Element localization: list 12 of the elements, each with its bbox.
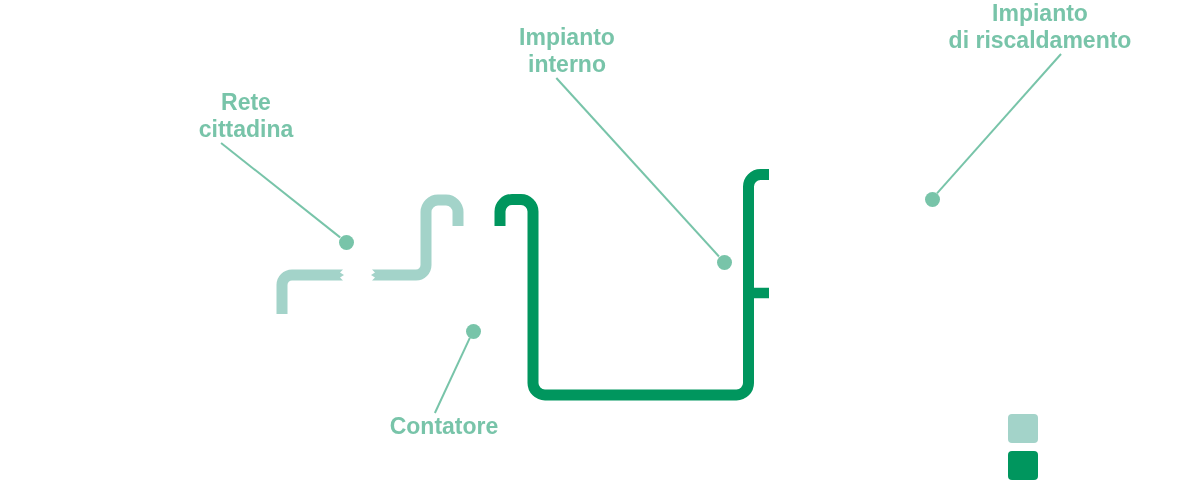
- leader-line: [433, 336, 471, 414]
- callout-label: Impianto di riscaldamento: [948, 0, 1132, 54]
- marker-dot: [465, 323, 481, 339]
- marker-dot: [924, 191, 940, 207]
- callout-label: Contatore: [389, 413, 499, 440]
- marker-dot: [338, 234, 354, 250]
- callout-label: Impianto interno: [519, 24, 615, 78]
- leader-line: [555, 77, 720, 258]
- leader-line: [220, 142, 342, 239]
- callout-label: Rete cittadina: [198, 89, 294, 143]
- marker-dot: [716, 254, 732, 270]
- leader-line: [936, 53, 1062, 195]
